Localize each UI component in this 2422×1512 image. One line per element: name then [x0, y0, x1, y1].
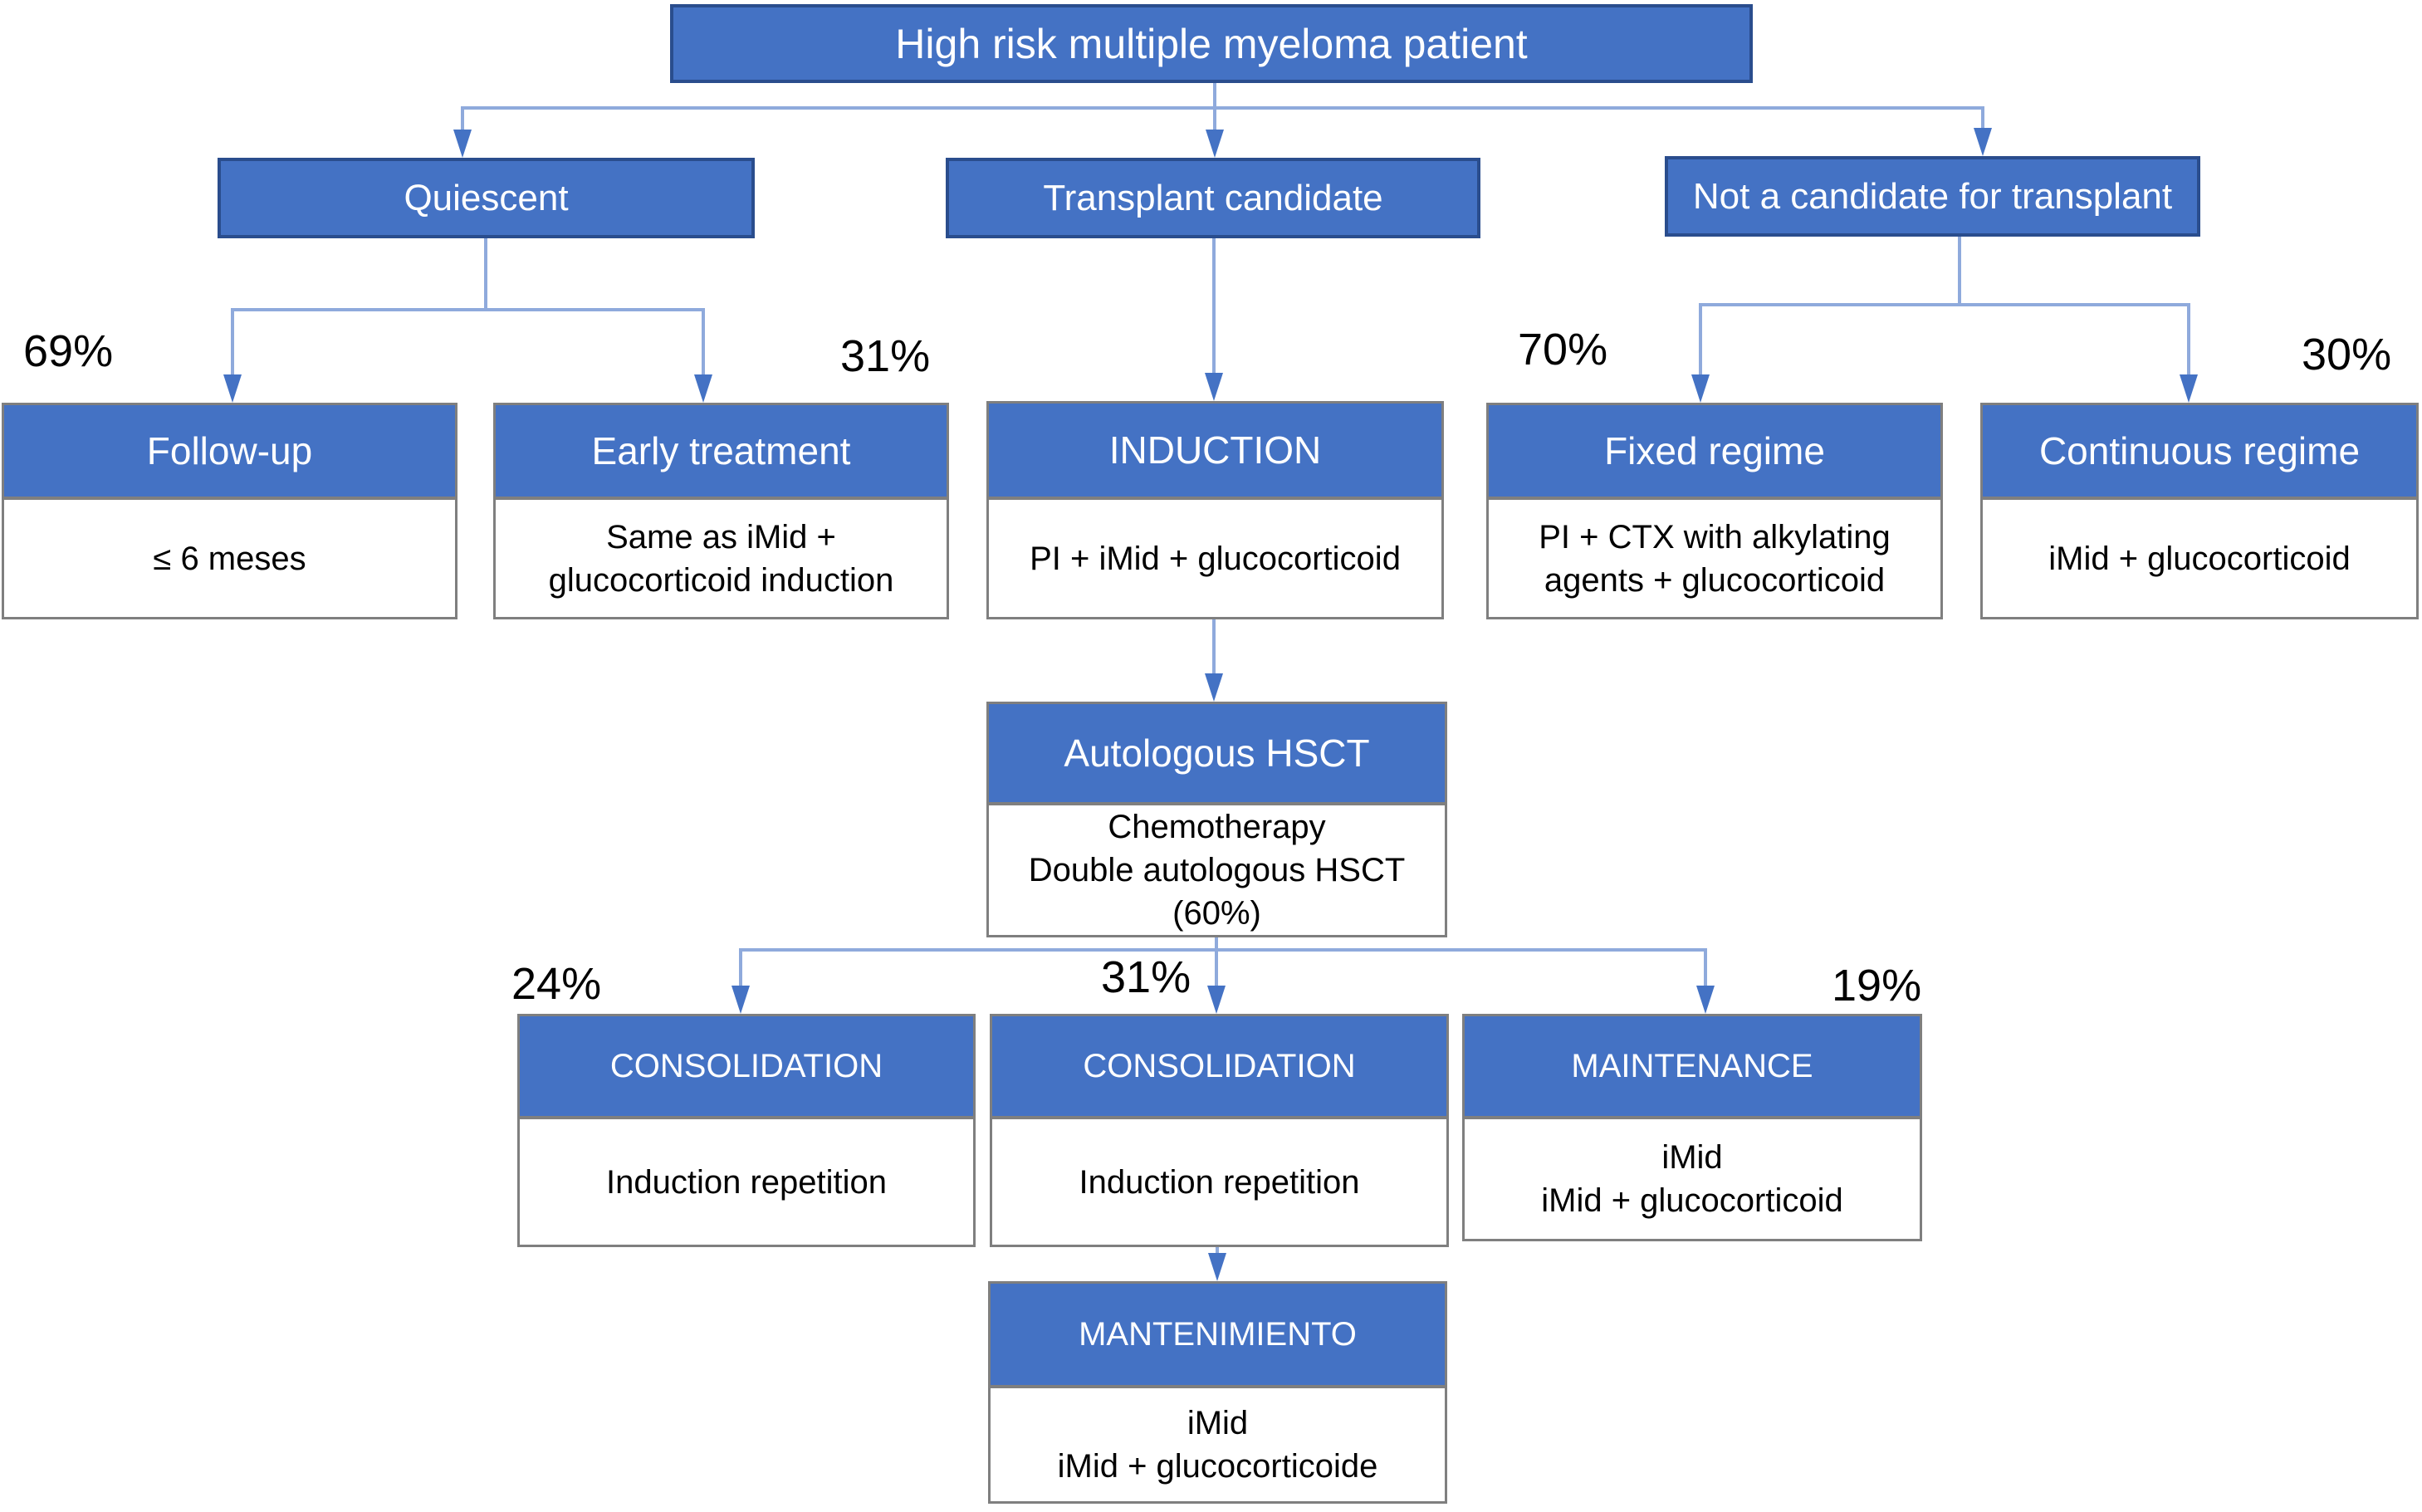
node-consolidation-2: CONSOLIDATION Induction repetition: [990, 1014, 1449, 1247]
connector-no-transplant-stem: [1958, 237, 1961, 306]
node-induction-body: PI + iMid + glucocorticoid: [1030, 540, 1401, 577]
connector-consolidation2-stem: [1216, 1247, 1219, 1257]
node-not-transplant-candidate-label: Not a candidate for transplant: [1692, 175, 2173, 217]
node-mantenimiento-title: MANTENIMIENTO: [1079, 1315, 1357, 1353]
node-transplant-candidate: Transplant candidate: [946, 158, 1480, 238]
node-root-label: High risk multiple myeloma patient: [895, 20, 1528, 67]
node-autologous-hsct-body: Chemotherapy Double autologous HSCT (60%…: [1028, 809, 1406, 932]
connector-quiescent-rail: [232, 308, 705, 311]
node-consolidation-1: CONSOLIDATION Induction repetition: [517, 1014, 976, 1247]
connector-drop-continuous: [2187, 303, 2190, 376]
node-maintenance: MAINTENANCE iMid iMid + glucocorticoid: [1462, 1014, 1922, 1241]
node-followup-title: Follow-up: [146, 429, 313, 472]
arrow-to-induction: [1205, 373, 1223, 401]
node-consolidation-1-body: Induction repetition: [605, 1163, 887, 1201]
node-continuous-regime-body: iMid + glucocorticoid: [2048, 540, 2351, 577]
node-early-treatment-header: Early treatment: [496, 405, 947, 500]
percent-continuous: 30%: [2302, 330, 2392, 379]
connector-hsct-rail: [741, 948, 1705, 952]
node-consolidation-2-title: CONSOLIDATION: [1083, 1047, 1356, 1084]
node-consolidation-1-title: CONSOLIDATION: [609, 1047, 883, 1084]
arrow-to-mantenimiento: [1208, 1253, 1226, 1281]
node-transplant-candidate-label: Transplant candidate: [1043, 177, 1383, 218]
node-root: High risk multiple myeloma patient: [670, 4, 1753, 83]
connector-drop-followup: [231, 308, 234, 376]
node-early-treatment-title: Early treatment: [591, 429, 851, 472]
node-mantenimiento-header: MANTENIMIENTO: [991, 1284, 1445, 1388]
node-not-transplant-candidate: Not a candidate for transplant: [1665, 156, 2200, 237]
arrow-to-no-transplant: [1974, 128, 1992, 156]
node-autologous-hsct-title: Autologous HSCT: [1064, 732, 1370, 775]
connector-drop-fixed: [1699, 303, 1702, 376]
node-maintenance-header: MAINTENANCE: [1465, 1016, 1920, 1119]
arrow-to-maintenance: [1696, 986, 1715, 1014]
connector-drop-transplant: [1213, 106, 1216, 131]
node-maintenance-body: iMid iMid + glucocorticoid: [1541, 1139, 1843, 1219]
arrow-to-quiescent: [453, 130, 472, 158]
connector-hsct-stem: [1215, 937, 1218, 952]
node-quiescent: Quiescent: [218, 158, 755, 238]
arrow-to-consolidation2: [1207, 986, 1226, 1014]
node-fixed-regime: Fixed regime PI + CTX with alkylating ag…: [1486, 403, 1943, 619]
arrow-to-fixed: [1691, 374, 1710, 403]
connector-quiescent-stem: [484, 238, 487, 311]
node-followup-body: ≤ 6 meses: [153, 540, 306, 577]
arrow-to-continuous: [2180, 374, 2198, 403]
node-continuous-regime: Continuous regime iMid + glucocorticoid: [1980, 403, 2419, 619]
connector-drop-quiescent: [461, 106, 464, 131]
arrow-to-early: [694, 374, 712, 403]
node-induction-title: INDUCTION: [1108, 428, 1322, 472]
node-fixed-regime-header: Fixed regime: [1489, 405, 1940, 500]
connector-no-transplant-rail: [1700, 303, 2190, 306]
percent-early: 31%: [840, 331, 931, 381]
arrow-to-hsct: [1205, 673, 1223, 702]
node-autologous-hsct: Autologous HSCT Chemotherapy Double auto…: [986, 702, 1447, 937]
node-maintenance-title: MAINTENANCE: [1571, 1047, 1813, 1084]
node-continuous-regime-title: Continuous regime: [2038, 429, 2361, 472]
connector-root-rail: [462, 106, 1984, 110]
node-followup-header: Follow-up: [4, 405, 455, 500]
node-fixed-regime-body: PI + CTX with alkylating agents + glucoc…: [1539, 518, 1891, 599]
node-mantenimiento-body: iMid iMid + glucocorticoide: [1057, 1405, 1378, 1485]
connector-drop-maintenance: [1704, 948, 1707, 989]
arrow-to-consolidation1: [731, 986, 750, 1014]
connector-drop-no-transplant: [1981, 106, 1984, 130]
connector-drop-early: [702, 308, 705, 376]
connector-root-stem: [1213, 83, 1216, 110]
node-early-treatment: Early treatment Same as iMid + glucocort…: [493, 403, 949, 619]
node-early-treatment-body: Same as iMid + glucocorticoid induction: [548, 518, 894, 599]
connector-induction-stem: [1212, 619, 1216, 675]
percent-consolidation2: 31%: [1101, 952, 1191, 1002]
percent-fixed: 70%: [1518, 325, 1608, 374]
node-consolidation-1-header: CONSOLIDATION: [520, 1016, 973, 1119]
node-fixed-regime-title: Fixed regime: [1604, 429, 1825, 472]
node-induction: INDUCTION PI + iMid + glucocorticoid: [986, 401, 1444, 619]
connector-transplant-stem: [1212, 238, 1216, 376]
connector-drop-consolidation2: [1215, 948, 1218, 989]
connector-drop-consolidation1: [739, 948, 742, 989]
node-induction-header: INDUCTION: [989, 404, 1441, 500]
node-continuous-regime-header: Continuous regime: [1983, 405, 2416, 500]
percent-followup: 69%: [23, 326, 114, 376]
percent-maintenance: 19%: [1832, 961, 1922, 1010]
arrow-to-transplant: [1206, 130, 1224, 158]
node-autologous-hsct-header: Autologous HSCT: [989, 704, 1445, 805]
node-quiescent-label: Quiescent: [404, 177, 569, 218]
node-consolidation-2-header: CONSOLIDATION: [992, 1016, 1446, 1119]
node-consolidation-2-body: Induction repetition: [1079, 1163, 1360, 1201]
arrow-to-followup: [223, 374, 242, 403]
node-followup: Follow-up ≤ 6 meses: [2, 403, 457, 619]
node-mantenimiento: MANTENIMIENTO iMid iMid + glucocorticoid…: [988, 1281, 1447, 1504]
percent-consolidation1: 24%: [511, 959, 602, 1009]
